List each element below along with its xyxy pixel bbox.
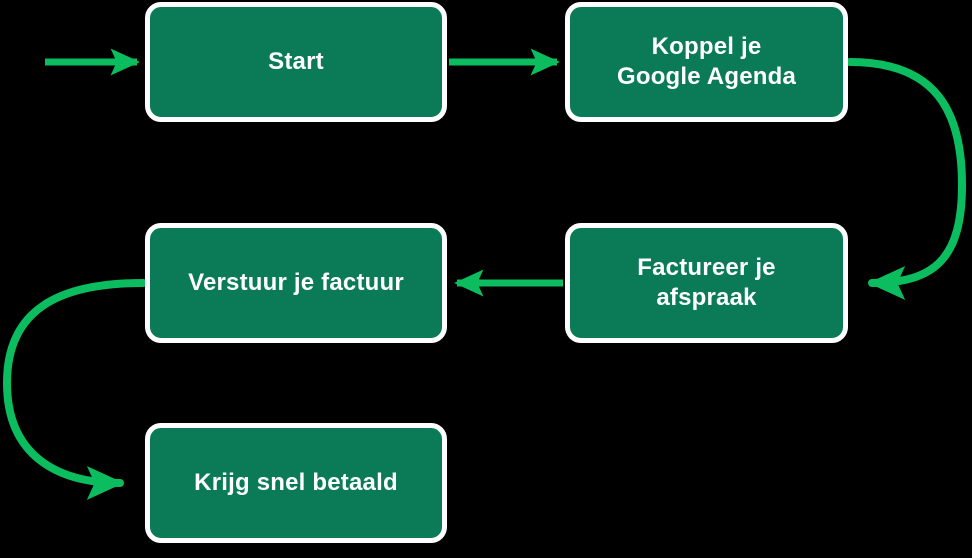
node-verstuur-factuur-label: Verstuur je factuur <box>188 269 404 297</box>
node-factureer-afspraak[interactable]: Factureer je afspraak <box>565 223 848 343</box>
node-verstuur-factuur[interactable]: Verstuur je factuur <box>145 223 447 343</box>
node-start-label: Start <box>268 48 324 76</box>
node-koppel-google-agenda-label: Koppel je Google Agenda <box>616 33 797 90</box>
node-krijg-snel-betaald-label: Krijg snel betaald <box>194 469 398 497</box>
node-krijg-snel-betaald[interactable]: Krijg snel betaald <box>145 423 447 543</box>
node-factureer-afspraak-label: Factureer je afspraak <box>637 254 776 311</box>
edge-koppel-to-factureer <box>846 58 967 300</box>
node-koppel-google-agenda[interactable]: Koppel je Google Agenda <box>565 2 848 122</box>
node-start[interactable]: Start <box>145 2 447 122</box>
edge-verstuur-to-betaald <box>2 279 147 500</box>
